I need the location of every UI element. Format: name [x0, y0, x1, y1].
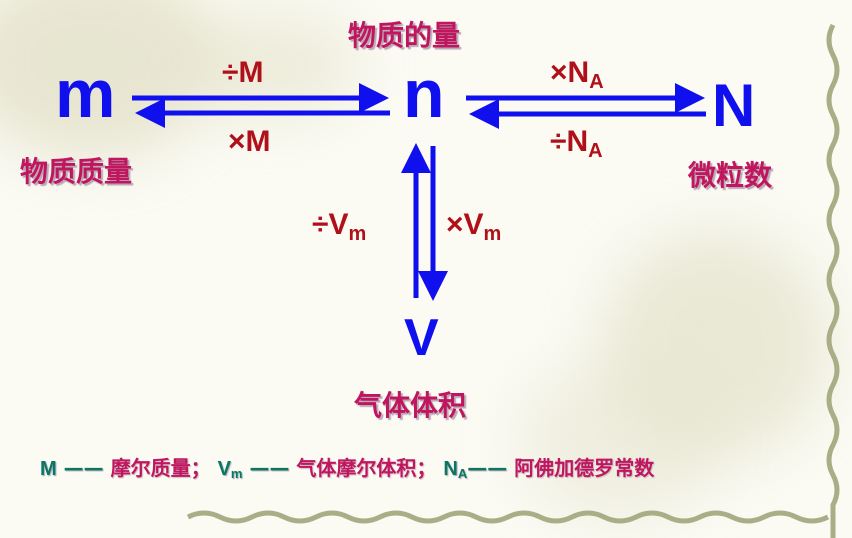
legend-dash: ——: [249, 456, 290, 480]
legend-meaning: 摩尔质量；: [110, 456, 211, 480]
legend-subscript: A: [457, 466, 468, 481]
node-n-label: 物质的量: [348, 19, 461, 52]
op-N-to-n: ÷NA: [550, 125, 603, 162]
op-text: ×M: [228, 125, 271, 158]
op-text: ÷N: [550, 125, 589, 158]
op-V-to-n: ÷Vm: [312, 208, 367, 245]
node-V-label: 气体体积: [354, 389, 467, 422]
decorative-border-right: [826, 23, 840, 538]
op-m-to-n: ÷M: [222, 58, 263, 88]
op-subscript: m: [483, 223, 502, 245]
node-n-symbol: n: [403, 56, 445, 132]
op-text: ÷M: [222, 56, 264, 89]
op-text: ÷V: [312, 208, 349, 241]
legend-item-M: M —— 摩尔质量；: [40, 456, 211, 480]
legend-subscript: m: [230, 466, 243, 481]
legend-term: V: [217, 458, 231, 480]
node-N-symbol: N: [712, 72, 756, 139]
legend-item-NA: NA—— 阿佛加德罗常数: [443, 456, 655, 481]
op-subscript: A: [589, 71, 604, 93]
node-m-label: 物质质量: [20, 155, 133, 188]
op-subscript: m: [348, 223, 367, 245]
node-V-symbol: V: [404, 309, 439, 367]
op-n-to-N: ×NA: [550, 56, 604, 93]
op-text: ×V: [446, 208, 484, 241]
legend-meaning: 气体摩尔体积；: [296, 456, 437, 480]
legend-term: M: [40, 458, 57, 480]
op-n-to-V: ×Vm: [446, 208, 502, 245]
legend-item-Vm: Vm —— 气体摩尔体积；: [217, 456, 437, 481]
legend-dash: ——: [63, 456, 104, 480]
background-texture: [180, 10, 360, 120]
legend-dash: ——: [467, 456, 508, 480]
op-text: ×N: [550, 56, 590, 89]
legend: M —— 摩尔质量； Vm —— 气体摩尔体积； NA—— 阿佛加德罗常数: [40, 452, 654, 481]
legend-term: N: [443, 458, 458, 480]
background-texture: [520, 360, 720, 520]
op-n-to-m: ×M: [228, 127, 271, 157]
node-m-symbol: m: [55, 56, 116, 132]
node-N-label: 微粒数: [688, 159, 773, 192]
decorative-border-bottom: [186, 510, 830, 524]
legend-meaning: 阿佛加德罗常数: [514, 456, 655, 480]
op-subscript: A: [588, 140, 603, 162]
